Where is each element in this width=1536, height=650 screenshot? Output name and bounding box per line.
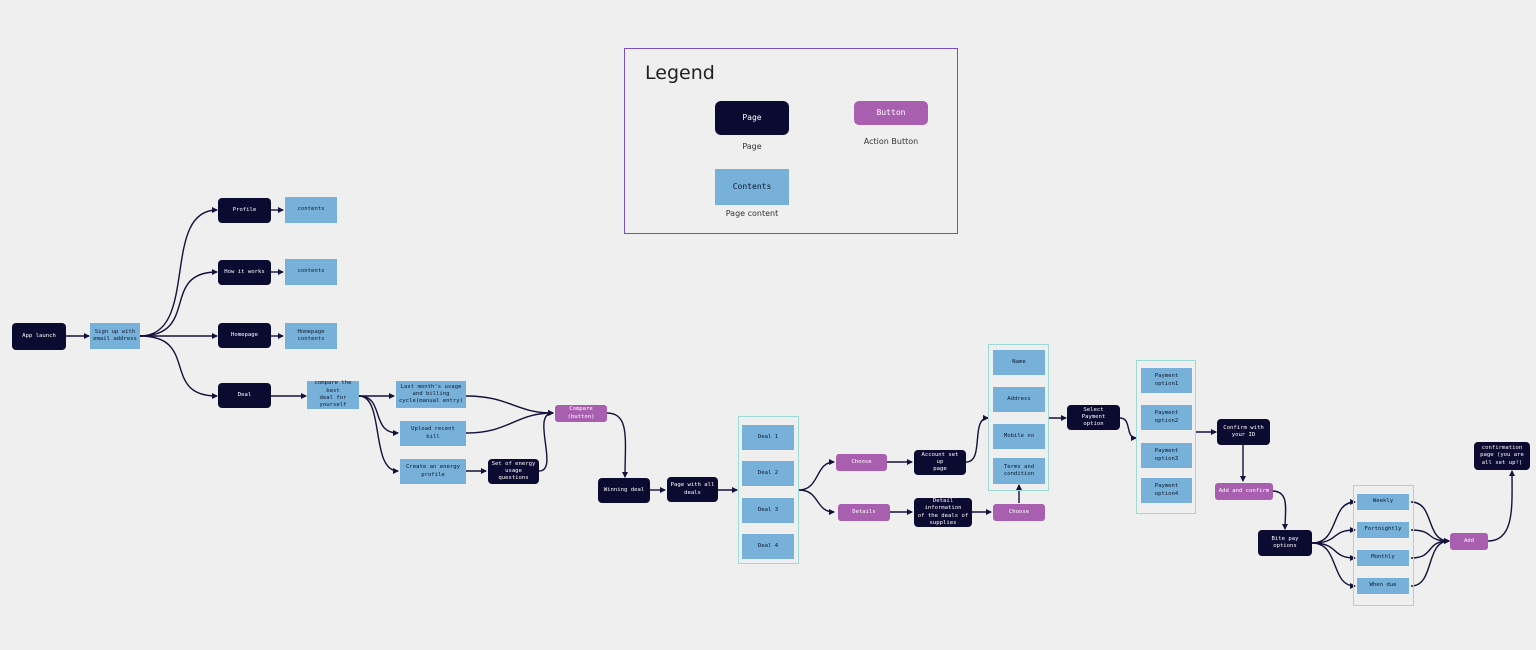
profile-contents: contents xyxy=(285,197,337,223)
energy-questions-page: Set of energy usage questions xyxy=(488,459,539,484)
edge-compare-energy xyxy=(358,395,399,474)
edge-signup-howitworks xyxy=(139,269,218,337)
last-month-usage-content: Last month's usage and billing cycle(man… xyxy=(396,381,466,408)
edge-deals-choose xyxy=(798,459,835,491)
terms-content: Terms and condition xyxy=(993,458,1045,484)
payment-options-group xyxy=(1136,360,1196,514)
edge-compare-upload xyxy=(358,395,399,436)
edge-bitepay-weekly xyxy=(1311,499,1356,544)
payment-option-4-content: Payment option4 xyxy=(1141,478,1192,503)
edge-lastmonth-button xyxy=(465,395,554,416)
deal-2-content: Deal 2 xyxy=(742,461,794,486)
choose-button-1[interactable]: Choose xyxy=(836,454,887,471)
edge-signup-profile xyxy=(139,207,218,337)
edge-whendue-add xyxy=(1410,538,1450,587)
profile-page: Profile xyxy=(218,198,271,223)
homepage-page: Homepage xyxy=(218,323,271,348)
deal-3-content: Deal 3 xyxy=(742,498,794,523)
payment-option-2-content: Payment option2 xyxy=(1141,405,1192,430)
bite-pay-options-page: Bite pay options xyxy=(1258,530,1312,556)
deal-4-content: Deal 4 xyxy=(742,534,794,559)
how-it-works-page: How it works xyxy=(218,260,271,285)
edge-button-winning xyxy=(606,412,629,478)
fortnightly-content: Fortnightly xyxy=(1357,522,1409,538)
name-field-content: Name xyxy=(993,350,1045,375)
edge-add-confirmation xyxy=(1487,470,1516,542)
sign-up-content: Sign up with email address xyxy=(90,323,140,349)
compare-best-deal-content: compare the best deal for yourself xyxy=(307,380,359,409)
legend-button-caption: Action Button xyxy=(863,137,919,146)
monthly-content: Monthly xyxy=(1357,550,1409,566)
bite-pay-group xyxy=(1353,485,1414,606)
edge-addconfirm-bitepay xyxy=(1271,490,1289,530)
add-button[interactable]: Add xyxy=(1450,533,1488,550)
confirm-id-page: Confirm with your ID xyxy=(1217,419,1270,445)
how-it-works-contents: contents xyxy=(285,259,337,285)
edge-monthly-add xyxy=(1410,538,1450,559)
when-due-content: When due xyxy=(1357,578,1409,594)
add-and-confirm-button[interactable]: Add and confirm xyxy=(1215,483,1273,500)
legend-page-caption: Page xyxy=(742,142,762,151)
weekly-content: Weekly xyxy=(1357,494,1409,510)
winning-deal-page: Winning deal xyxy=(598,478,650,503)
select-payment-page: Select Payment option xyxy=(1067,405,1120,430)
edge-account-form xyxy=(965,415,989,463)
edge-signup-deal xyxy=(139,335,218,399)
account-form-group xyxy=(988,344,1049,491)
choose-button-2[interactable]: Choose xyxy=(993,504,1045,521)
deal-page: Deal xyxy=(218,383,271,408)
edge-bitepay-monthly xyxy=(1311,542,1356,561)
edge-selectpay-payoptions xyxy=(1119,417,1137,441)
edge-upload-button xyxy=(465,410,554,434)
mobile-field-content: Mobile no xyxy=(993,424,1045,449)
edge-bitepay-fortnightly xyxy=(1311,527,1356,544)
legend-content-swatch: Contents xyxy=(715,169,789,205)
legend-button-swatch: Button xyxy=(854,101,928,125)
detail-information-page: Detail information of the deals of suppl… xyxy=(914,498,972,527)
address-field-content: Address xyxy=(993,387,1045,412)
homepage-contents: Homepage contents xyxy=(285,323,337,349)
legend-box xyxy=(624,48,958,234)
edge-questions-button xyxy=(538,410,554,472)
deal-1-content: Deal 1 xyxy=(742,425,794,450)
edge-bitepay-whendue xyxy=(1311,542,1356,589)
edge-weekly-add xyxy=(1410,501,1450,544)
details-button[interactable]: Details xyxy=(838,504,890,521)
edge-deals-details xyxy=(798,489,835,515)
confirmation-page: confirmation page (you are all set up!) xyxy=(1474,442,1530,470)
upload-bill-content: Upload recent bill xyxy=(400,421,466,446)
payment-option-1-content: Payment option1 xyxy=(1141,368,1192,393)
legend-title: Legend xyxy=(645,62,715,84)
payment-option-3-content: Payment option3 xyxy=(1141,443,1192,468)
legend-page-swatch: Page xyxy=(715,101,789,135)
all-deals-page: Page with all deals xyxy=(667,477,718,502)
compare-button[interactable]: Compare (button) xyxy=(555,405,607,422)
account-setup-page: Account set up page xyxy=(914,450,966,475)
app-launch-page: App launch xyxy=(12,323,66,350)
legend-content-caption: Page content xyxy=(725,209,779,218)
energy-profile-content: Create an energy profile xyxy=(400,459,466,484)
deals-group xyxy=(738,416,799,564)
